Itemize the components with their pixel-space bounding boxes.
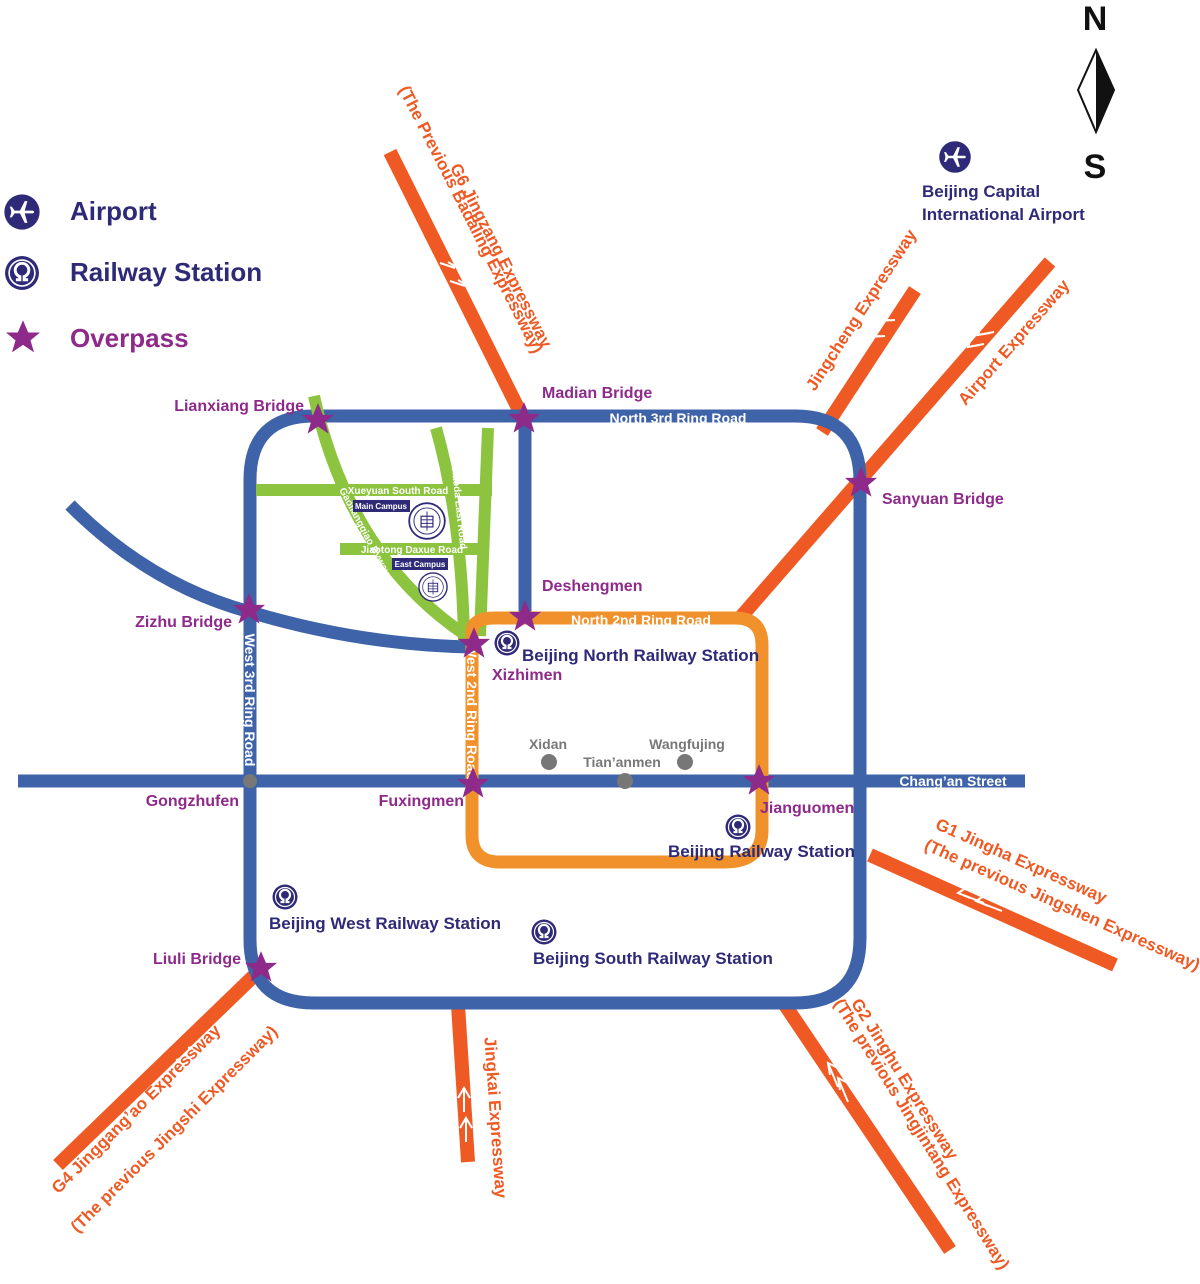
jingcheng-arrow-icon: [876, 310, 896, 323]
landmarks: [243, 754, 693, 789]
deshengmen-label: Deshengmen: [542, 578, 642, 595]
main-campus-label: Main Campus: [355, 502, 408, 511]
compass: N S: [1076, 0, 1116, 186]
g6-arrow-icon: [439, 256, 460, 271]
east-campus-tag: [392, 558, 448, 570]
g4-expressway-line: [53, 962, 267, 1171]
legend-railway-label: Railway Station: [70, 257, 262, 287]
west-3rd-ring-label: West 3rd Ring Road: [242, 634, 258, 767]
airport-name-line1: Beijing Capital: [922, 182, 1040, 201]
compass-north-label: N: [1083, 0, 1108, 38]
gongzhufen-label: Gongzhufen: [146, 793, 239, 810]
beijing-west-station-label: Beijing West Railway Station: [269, 914, 501, 933]
jingkai-arrow-icon: [457, 1086, 471, 1112]
beijing-north-station-icon: [493, 629, 521, 657]
jiaotong-daxue-road-label: Jiaotong Daxue Road: [361, 545, 463, 556]
tiananmen-dot: [617, 773, 633, 789]
g2-expressway-line: [779, 1001, 956, 1254]
wangfujing-label: Wangfujing: [649, 736, 725, 752]
g2-expressway-label: G2 Jinghu Expressway (The previous Jingj…: [830, 995, 1013, 1273]
airport-arrow-icon: [976, 323, 995, 337]
jingcheng-expressway-line: [816, 286, 921, 436]
jianguomen-label: Jianguomen: [760, 800, 854, 817]
jingkai-arrow-icon: [459, 1116, 473, 1142]
g1-label-line2: (The previous Jingshen Expressway): [922, 835, 1200, 974]
jiaoda-east-road-line: [430, 426, 470, 641]
airport-expressway-line: [734, 257, 1056, 623]
g2-arrow-icon: [836, 1076, 849, 1103]
beijing-north-station-label: Beijing North Railway Station: [522, 646, 759, 665]
jingcheng-arrow-icon: [866, 326, 886, 339]
g6-arrow-icon: [449, 274, 470, 289]
east-campus-logo-icon: [418, 572, 448, 602]
beijing-south-station-label: Beijing South Railway Station: [533, 949, 773, 968]
second-ring-road: [465, 611, 769, 869]
xueyuan-south-road-label: Xueyuan South Road: [348, 486, 449, 497]
airport-arrow-icon: [966, 335, 985, 349]
compass-needle-shade: [1096, 50, 1114, 132]
third-ring-loop: [243, 409, 867, 1010]
g2-label-line1: G2 Jinghu Expressway: [847, 995, 962, 1163]
g1-expressway-line: [867, 848, 1118, 972]
liuli-bridge-label: Liuli Bridge: [153, 951, 241, 968]
xidan-label: Xidan: [529, 736, 567, 752]
madian-bridge-label: Madian Bridge: [542, 385, 652, 402]
legend-overpass-label: Overpass: [70, 323, 189, 353]
tiananmen-label: Tian’anmen: [583, 754, 661, 770]
beijing-west-station-icon: [271, 883, 299, 911]
beijing-south-station-icon: [530, 918, 558, 946]
main-campus-logo-icon: [408, 502, 446, 540]
changan-street-label: Chang’an Street: [899, 773, 1007, 789]
xizhimen-label: Xizhimen: [492, 667, 562, 684]
railway-station-icon: [3, 254, 41, 292]
legend-airport-label: Airport: [70, 196, 157, 226]
deshengmen-star-icon: [508, 600, 542, 631]
gaoliangqiao-byway-label: Gaoliangqiao Byway: [336, 486, 392, 578]
campus-roads: [256, 394, 494, 644]
overpass-star-icon: [6, 320, 40, 353]
g4-arrow-icon: [167, 1055, 190, 1073]
jingkai-expressway-label: Jingkai Expressway: [480, 1036, 510, 1199]
g2-arrow-icon: [826, 1061, 839, 1088]
gongzhufen-dot: [243, 774, 257, 788]
second-ring-loop: [465, 611, 769, 869]
wangfujing-dot: [677, 754, 693, 770]
direction-arrows: [167, 256, 1003, 1142]
west-2nd-ring-label: West 2nd Ring Road: [464, 644, 480, 780]
g1-arrow-icon: [955, 887, 985, 904]
north-3rd-ring-label: North 3rd Ring Road: [610, 410, 747, 426]
sanyuan-bridge-label: Sanyuan Bridge: [882, 491, 1004, 508]
xidan-dot: [541, 754, 557, 770]
campus-east-road-line: [474, 427, 494, 637]
capital-airport-icon: [939, 141, 971, 173]
beijing-railway-station-icon: [724, 813, 752, 841]
gaoliangqiao-byway-line: [308, 394, 474, 644]
fuxingmen-label: Fuxingmen: [379, 793, 464, 810]
g1-arrow-icon: [973, 895, 1003, 912]
third-ring-road: [18, 409, 1025, 1010]
airport-name-line2: International Airport: [922, 205, 1085, 224]
main-campus-tag: [353, 500, 410, 512]
legend: Airport Railway Station Overpass: [3, 194, 262, 353]
east-campus-label: East Campus: [395, 560, 446, 569]
beijing-railway-station-label: Beijing Railway Station: [668, 842, 855, 861]
zizhu-bridge-label: Zizhu Bridge: [135, 614, 232, 631]
lianxiang-bridge-label: Lianxiang Bridge: [174, 398, 304, 415]
north-2nd-ring-label: North 2nd Ring Road: [571, 612, 711, 628]
airport-icon: [4, 194, 40, 230]
g2-label-line2: (The previous Jingjintang Expressway): [830, 995, 1013, 1273]
compass-south-label: S: [1084, 148, 1107, 186]
